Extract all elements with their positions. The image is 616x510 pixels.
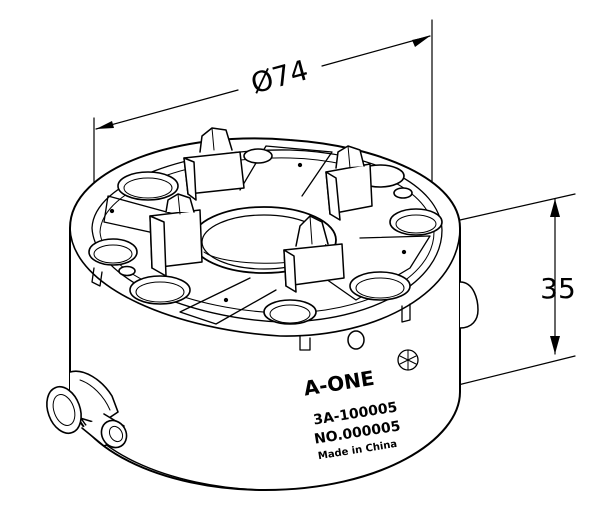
radial-slots — [103, 145, 431, 325]
brand-logo-icon — [397, 349, 419, 371]
height-label: 35 — [540, 272, 576, 305]
jaw-left — [149, 193, 203, 277]
side-port-right — [459, 281, 479, 329]
front-hole — [347, 330, 365, 350]
jaw-right — [325, 145, 373, 221]
top-holes — [88, 148, 443, 325]
jaw-front — [283, 215, 345, 293]
rim-tabs — [91, 267, 411, 351]
air-fitting — [46, 370, 128, 449]
diameter-label: Ø74 — [247, 53, 311, 100]
jaw-back — [183, 127, 245, 201]
height-dimension: 35 — [457, 193, 576, 386]
